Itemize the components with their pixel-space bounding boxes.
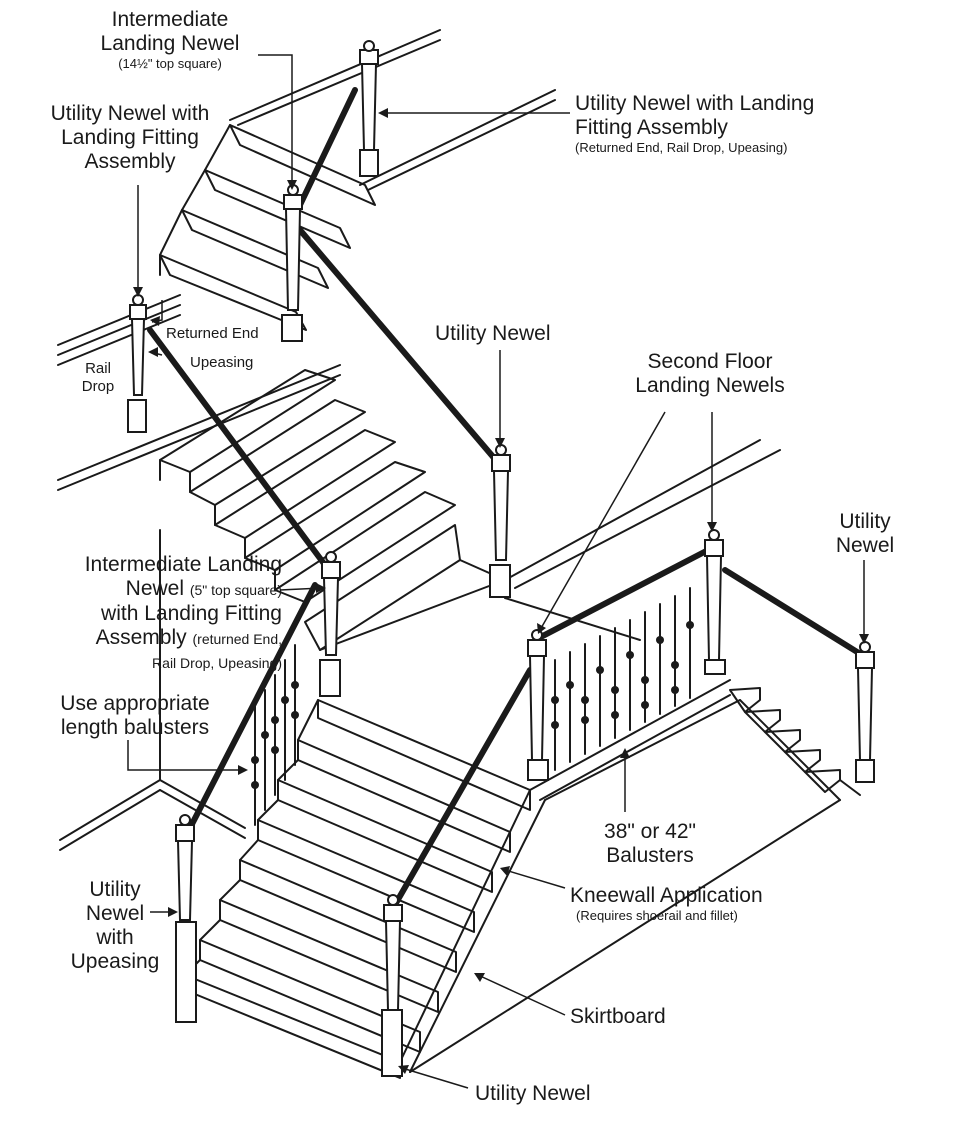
label-line: Kneewall Application (570, 884, 763, 907)
newel-utility-right (855, 641, 875, 783)
label-returned-end: Returned End (166, 325, 259, 342)
baluster-knobs (251, 621, 694, 789)
newel-left-rail-drop (127, 294, 147, 433)
label-utility-newel-with-upeasing: Utility Newel with Upeasing (60, 878, 170, 974)
label-line: Balusters (606, 844, 694, 867)
label-38-42-balusters: 38" or 42" Balusters (590, 820, 710, 868)
label-line: Landing Fitting (61, 126, 199, 149)
newel-upeasing (175, 814, 197, 1023)
label-line: Landing Newels (635, 374, 785, 397)
balusters-left (254, 644, 296, 826)
label-line: Rail (85, 360, 111, 377)
label-line: Intermediate (111, 8, 229, 31)
upper-flight (159, 124, 376, 331)
label-intermediate-landing-newel-5: Intermediate Landing Newel (5" top squar… (12, 553, 282, 675)
handrails (147, 87, 865, 913)
label-line: Newel (835, 534, 895, 557)
label-kneewall-application: Kneewall Application (Requires shoerail … (570, 884, 763, 924)
label-line: Utility Newel with (50, 102, 210, 125)
newel-top-mid (281, 184, 303, 342)
newel-second-floor-left (527, 629, 549, 781)
label-line: with (96, 926, 134, 949)
newel-top-right (359, 40, 379, 177)
leader-arrows (133, 108, 869, 1074)
label-sub: Rail Drop, Upeasing) (152, 655, 282, 671)
label-line: Newel (125, 577, 185, 600)
label-intermediate-landing-newel-top: Intermediate Landing Newel (14½" top squ… (80, 8, 260, 72)
label-line: Assembly (95, 626, 187, 649)
label-line: Second Floor (647, 350, 773, 373)
label-sub: (returned End, (192, 631, 283, 647)
label-sub: (5" top square) (189, 582, 282, 598)
newel-posts (127, 40, 875, 1077)
label-line: Use appropriate (60, 692, 210, 715)
label-line: Assembly (84, 150, 176, 173)
label-line: Intermediate Landing (84, 553, 282, 576)
kneewall (399, 679, 841, 1073)
upper-wall (229, 29, 556, 191)
middle-flight (159, 369, 461, 651)
newel-second-floor-right (704, 529, 726, 675)
label-utility-newel-mid: Utility Newel (435, 322, 551, 345)
balusters-right (554, 587, 691, 771)
newel-utility-mid (489, 444, 511, 598)
label-utility-newel-fitting-left: Utility Newel with Landing Fitting Assem… (30, 102, 230, 174)
label-line: Upeasing (70, 950, 160, 973)
label-sub: (Requires shoerail and fillet) (576, 908, 738, 923)
label-line: Utility (839, 510, 891, 533)
newel-bottom (381, 894, 403, 1077)
label-utility-newel-right: Utility Newel (825, 510, 905, 558)
label-line: Utility (89, 878, 141, 901)
label-line: Landing Newel (100, 32, 240, 55)
label-line: length balusters (60, 716, 210, 739)
label-utility-newel-bottom: Utility Newel (475, 1082, 591, 1105)
left-wall (57, 294, 341, 851)
label-sub: (Returned End, Rail Drop, Upeasing) (575, 140, 788, 155)
label-line: Fitting Assembly (575, 116, 728, 139)
label-line: with Landing Fitting (101, 602, 282, 625)
label-rail-drop: Rail Drop (70, 360, 126, 396)
label-line: Drop (81, 378, 115, 395)
label-skirtboard: Skirtboard (570, 1005, 666, 1028)
label-utility-newel-fitting-right: Utility Newel with Landing Fitting Assem… (575, 92, 814, 156)
label-second-floor-landing-newels: Second Floor Landing Newels (610, 350, 810, 398)
label-sub: (14½" top square) (118, 56, 222, 71)
label-line: Utility Newel with Landing (575, 92, 815, 115)
label-upeasing: Upeasing (190, 354, 254, 371)
label-use-appropriate-balusters: Use appropriate length balusters (40, 692, 230, 740)
label-line: 38" or 42" (604, 820, 696, 843)
right-flight (729, 687, 861, 796)
newel-intermediate-5 (319, 551, 341, 697)
label-line: Newel (85, 902, 145, 925)
